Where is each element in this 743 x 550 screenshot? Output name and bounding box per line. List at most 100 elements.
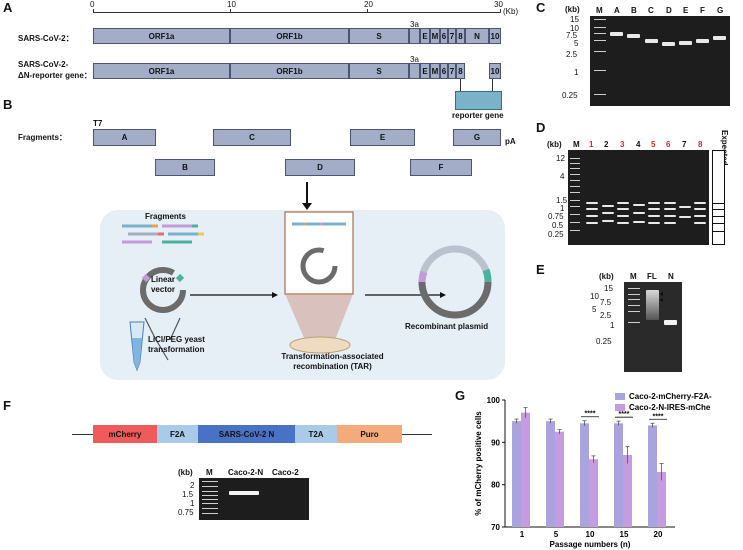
yeast-transformation-label: LiCl/PEG yeast transformation	[148, 335, 205, 354]
gel-f-tick-1.5: 1.5	[182, 490, 194, 499]
reporter-connector	[460, 79, 461, 91]
bar	[614, 423, 623, 527]
gel-e-tick-7.5: 7.5	[600, 298, 612, 307]
gene-7: 7	[448, 28, 456, 44]
y-tick-label: 70	[491, 523, 500, 532]
gel-c-tick-2.5: 2.5	[566, 50, 578, 59]
panel-label-d: D	[536, 120, 546, 135]
gel-e-arrow-2	[659, 298, 663, 302]
gel-e-tick-5: 5	[592, 305, 597, 314]
scale-tick-10: 10	[227, 0, 236, 9]
y-tick-label: 90	[491, 438, 500, 447]
gene-s: S	[349, 28, 409, 44]
significance-label: ****	[653, 413, 664, 420]
gene-orf1b-2: ORF1b	[230, 63, 349, 79]
linear-vector-icon	[140, 267, 186, 313]
gel-d-lane-m: M	[573, 140, 580, 149]
gel-d-lane-4: 4	[636, 140, 641, 149]
gel-e-tick-2.5: 2.5	[600, 311, 612, 320]
bar	[546, 421, 555, 527]
gene-10-2: 10	[489, 63, 501, 79]
fragment-d: D	[285, 159, 355, 176]
tar-label: Transformation-associated recombination …	[281, 352, 384, 371]
significance-label: ****	[585, 411, 596, 418]
gel-c-tick-5: 5	[574, 39, 579, 48]
gene-3a-label: 3a	[410, 20, 419, 29]
petri-dish-icon	[289, 336, 351, 354]
x-tick-label: 5	[554, 530, 559, 539]
gel-e-arrow-1	[659, 292, 663, 296]
gel-c-lane-d: D	[666, 6, 672, 15]
gel-d-lane-3: 3	[620, 140, 625, 149]
gene-orf1a-2: ORF1a	[93, 63, 230, 79]
kb-scale-line	[93, 12, 501, 13]
legend-swatch	[615, 393, 625, 400]
legend-swatch	[615, 404, 625, 411]
panel-label-c: C	[536, 0, 546, 15]
gene-10: 10	[489, 28, 501, 44]
gel-e-tick-0.25: 0.25	[596, 337, 612, 346]
gel-c-unit: (kb)	[565, 5, 580, 14]
linear-vector-label: Linear vector	[150, 275, 175, 294]
gene-n: N	[465, 28, 489, 44]
recombinant-plasmid-label: Recombinant plasmid	[405, 322, 489, 331]
panel-label-a: A	[3, 0, 13, 15]
t7-label: T7	[93, 119, 103, 128]
gel-e-image	[624, 282, 682, 372]
gel-d-tick-12: 12	[556, 154, 565, 163]
fragment-e: E	[350, 129, 415, 146]
gel-e-lane-n: N	[668, 272, 674, 281]
y-axis-label: % of mCherry positive cells	[474, 411, 483, 516]
gel-c-tick-15: 15	[570, 15, 579, 24]
construct-f2a: F2A	[157, 425, 198, 443]
gel-c-lane-b: B	[631, 6, 637, 15]
gel-c-tick-7.5: 7.5	[566, 31, 578, 40]
bar	[521, 412, 530, 527]
gene-3a-2	[409, 63, 420, 79]
gel-c-lane-f: F	[700, 6, 705, 15]
fragment-f: F	[410, 159, 472, 176]
gel-e-tick-10: 10	[590, 292, 599, 301]
gel-c-tick-1: 1	[574, 68, 579, 77]
gel-d-tick-0.75: 0.75	[548, 212, 564, 221]
gel-d-lane-6: 6	[666, 140, 671, 149]
expected-band-box	[712, 150, 725, 245]
flow-arrow-down	[306, 182, 308, 204]
gel-d-lane-7: 7	[682, 140, 687, 149]
gel-d-tick-4: 4	[560, 172, 565, 181]
construct-sars-cov-2-n: SARS-CoV-2 N	[198, 425, 295, 443]
gel-e-tick-1: 1	[610, 321, 615, 330]
gel-d-tick-0.5: 0.5	[552, 221, 564, 230]
scale-tick-30: 30	[494, 0, 503, 9]
y-tick-label: 100	[487, 396, 501, 405]
gel-e-lane-m: M	[630, 272, 637, 281]
fragment-a: A	[93, 129, 156, 146]
gene-e: E	[420, 28, 430, 44]
gel-c-lane-m: M	[596, 6, 603, 15]
x-tick-label: 20	[654, 530, 663, 539]
gel-d-tick-1: 1	[560, 204, 565, 213]
gel-f-tick-1: 1	[190, 499, 195, 508]
fragment-c: C	[213, 129, 291, 146]
gel-c-tick-10: 10	[570, 24, 579, 33]
gene-3a-label-2: 3a	[410, 55, 419, 64]
fragment-b: B	[155, 159, 215, 176]
x-tick-label: 10	[586, 530, 595, 539]
gel-f-lane-caco2: Caco-2	[272, 468, 299, 477]
bar	[648, 425, 657, 527]
gel-d-lane-5: 5	[651, 140, 656, 149]
gel-c-lane-c: C	[648, 6, 654, 15]
gel-f-lane-caco2n: Caco-2-N	[228, 468, 264, 477]
gel-c-image	[590, 16, 730, 106]
gel-f-tick-0.75: 0.75	[178, 508, 194, 517]
legend-label: Caco-2-mCherry-F2A-	[629, 392, 712, 401]
gene-orf1b: ORF1b	[230, 28, 349, 44]
fragments-row-label: Fragments：	[18, 133, 67, 142]
gene-m: M	[430, 28, 440, 44]
reporter-gene-box	[455, 91, 502, 110]
panel-label-g: G	[455, 388, 466, 403]
tar-workflow-illustration	[122, 211, 492, 372]
x-tick-label: 15	[620, 530, 629, 539]
x-axis-label: Passage numbers (n)	[550, 540, 631, 549]
